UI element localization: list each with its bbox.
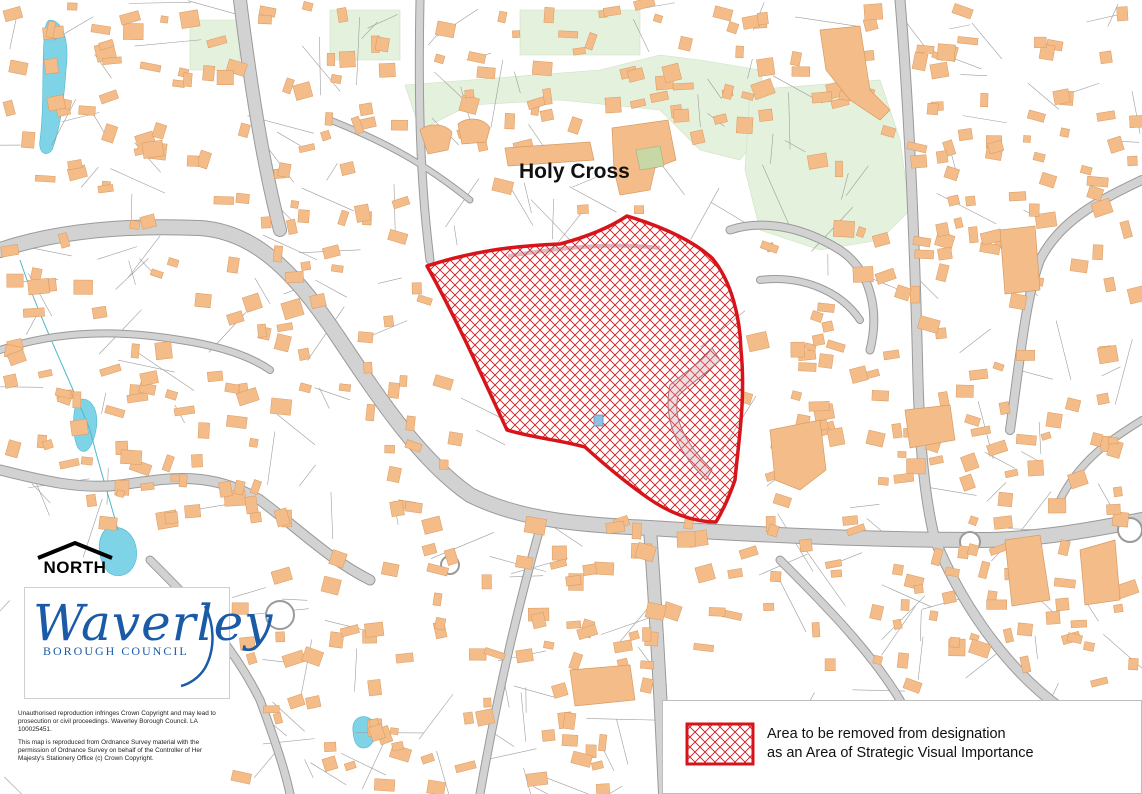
place-label-holy-cross: Holy Cross: [519, 160, 630, 183]
council-logo: Waverley BOROUGH COUNCIL: [24, 587, 272, 699]
logo-swash-icon: [180, 605, 214, 688]
north-label: NORTH: [43, 558, 107, 577]
north-arrow: NORTH: [34, 540, 116, 578]
logo-subtitle: BOROUGH COUNCIL: [43, 644, 189, 658]
copyright-notice: Unauthorised reproduction infringes Crow…: [18, 710, 228, 768]
legend-hatch-swatch: [685, 722, 755, 766]
legend-line-2: as an Area of Strategic Visual Importanc…: [767, 745, 1034, 761]
north-arrow-icon: [37, 540, 113, 560]
ordnance-survey-text: This map is reproduced from Ordnance Sur…: [18, 739, 203, 762]
legend-label: Area to be removed from designation as a…: [767, 725, 1034, 763]
logo-wordmark: Waverley: [33, 594, 274, 652]
map-legend: Area to be removed from designation as a…: [662, 700, 1142, 794]
copyright-text: Unauthorised reproduction infringes Crow…: [18, 710, 216, 733]
legend-line-1: Area to be removed from designation: [767, 726, 1006, 742]
designation-area[interactable]: [425, 214, 745, 524]
